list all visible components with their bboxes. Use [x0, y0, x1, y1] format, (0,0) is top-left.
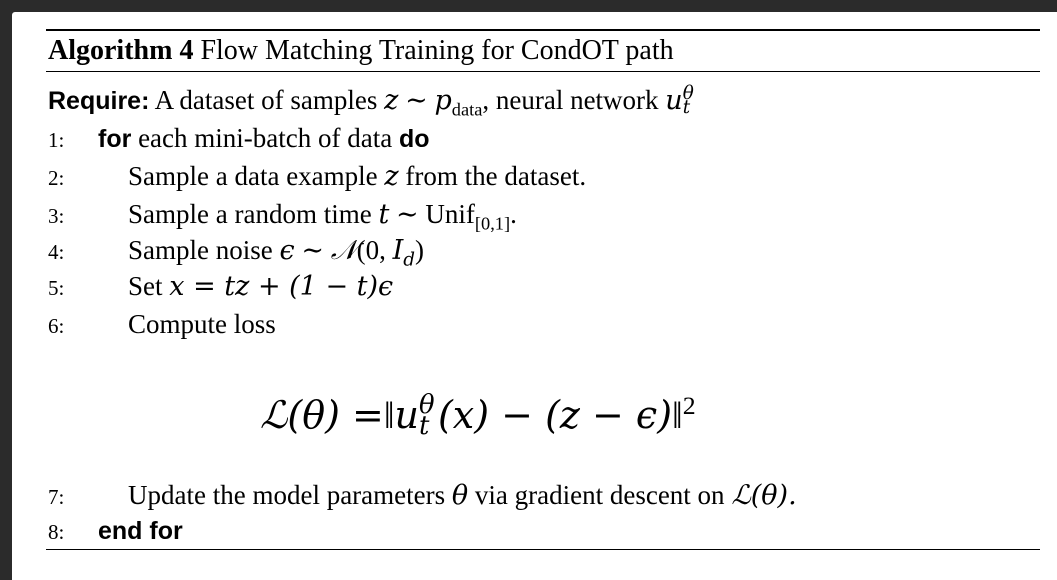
algorithm-number: 4 [179, 35, 194, 66]
top-rule [46, 29, 1040, 31]
algorithm-line-4: 4:Sample noise ϵ ∼ 𝒩(0, Id) [48, 235, 425, 271]
algorithm-line-2: 2:Sample a data example z from the datas… [48, 158, 586, 196]
algorithm-line-1: 1:for each mini-batch of data do [48, 120, 430, 158]
algorithm-line-7: 7:Update the model parameters θ via grad… [48, 477, 797, 515]
algorithm-line-8: 8:end for [48, 512, 183, 550]
line-number: 1: [48, 128, 65, 152]
require-text-a: A dataset of samples [154, 85, 378, 115]
title-rule [46, 71, 1040, 73]
algorithm-line-5: 5:Set x = tz + (1 − t)ϵ [48, 268, 393, 306]
line-number: 2: [48, 166, 65, 190]
line-number: 5: [48, 276, 65, 300]
algorithm-line-6: 6:Compute loss [48, 306, 276, 344]
require-line: Require: A dataset of samples z ∼ pdata,… [48, 82, 694, 120]
algorithm-box: Algorithm 4 Flow Matching Training for C… [12, 12, 1057, 580]
set-expression: x = tz + (1 − t)ϵ [169, 271, 394, 302]
algorithm-line-3: 3:Sample a random time t ∼ Unif[0,1]. [48, 199, 517, 234]
algorithm-label: Algorithm [48, 35, 173, 66]
line-number: 7: [48, 485, 65, 509]
require-keyword: Require: [48, 87, 150, 115]
bottom-rule [46, 549, 1040, 551]
line-number: 3: [48, 204, 65, 228]
line-number: 6: [48, 314, 65, 338]
require-text-b: , neural network [482, 85, 659, 115]
algorithm-name: Flow Matching Training for CondOT path [200, 35, 674, 66]
line-number: 4: [48, 240, 65, 264]
line-number: 8: [48, 520, 65, 544]
algorithm-title: Algorithm 4 Flow Matching Training for C… [48, 32, 674, 70]
